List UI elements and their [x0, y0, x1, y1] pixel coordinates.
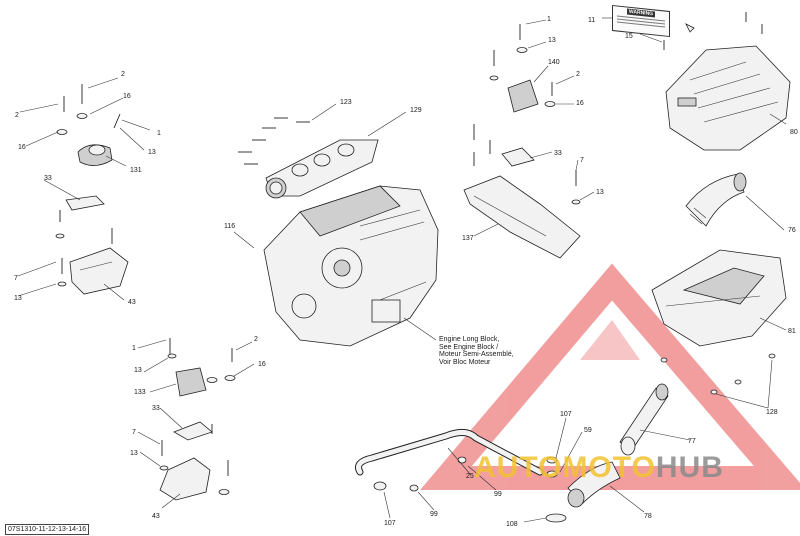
callout-33: 33 — [152, 405, 160, 412]
callout-13: 13 — [14, 295, 22, 302]
callout-43: 43 — [128, 299, 136, 306]
callout-13: 13 — [548, 37, 556, 44]
callout-76: 76 — [788, 227, 796, 234]
callout-99: 99 — [494, 491, 502, 498]
callout-129: 129 — [410, 107, 422, 114]
callout-13: 13 — [130, 450, 138, 457]
engine-long-block-note: Engine Long Block, See Engine Block / Mo… — [439, 336, 514, 366]
callout-numbers: 2 2 16 16 1 13 131 33 7 13 43 123 129 11… — [14, 16, 798, 528]
air-intake-cover — [602, 12, 791, 151]
callout-99: 99 — [430, 511, 438, 518]
callout-80: 80 — [790, 129, 798, 136]
watermark-word-part1: AUTOMOTO — [474, 451, 656, 484]
callout-33: 33 — [554, 150, 562, 157]
intake-tube — [685, 172, 785, 231]
callout-107: 107 — [384, 520, 396, 527]
callout-128: 128 — [766, 409, 778, 416]
callout-116: 116 — [224, 223, 235, 230]
callout-11: 11 — [588, 17, 595, 24]
callout-140: 140 — [548, 59, 560, 66]
callout-59: 59 — [584, 427, 592, 434]
engine-long-block — [233, 185, 439, 347]
center-mount-and-support-bracket — [463, 19, 595, 259]
watermark-word-part2: HUB — [655, 451, 724, 484]
callout-2: 2 — [121, 71, 125, 78]
intake-hoses-and-clamps — [355, 383, 691, 523]
fastener-group-128 — [660, 353, 776, 409]
diagram-reference-code: 07S1310-11-12-13-14-16 — [5, 524, 90, 535]
callout-33: 33 — [44, 175, 52, 182]
rear-engine-mount-assembly — [137, 338, 255, 509]
callout-25: 25 — [466, 473, 474, 480]
callout-2: 2 — [15, 112, 19, 119]
callout-15: 15 — [625, 33, 633, 40]
callout-16: 16 — [123, 93, 131, 100]
callout-107: 107 — [560, 411, 572, 418]
callout-43: 43 — [152, 513, 160, 520]
front-engine-mount-assembly — [17, 77, 151, 301]
callout-1: 1 — [157, 130, 161, 137]
callout-77: 77 — [688, 438, 696, 445]
callout-1: 1 — [132, 345, 136, 352]
callout-7: 7 — [132, 429, 136, 436]
callout-108: 108 — [506, 521, 518, 528]
callout-2: 2 — [254, 336, 258, 343]
callout-16: 16 — [18, 144, 26, 151]
callout-7: 7 — [580, 157, 584, 164]
callout-13: 13 — [148, 149, 156, 156]
callout-13: 13 — [596, 189, 604, 196]
callout-7: 7 — [14, 275, 18, 282]
callout-2: 2 — [576, 71, 580, 78]
callout-16: 16 — [576, 100, 584, 107]
lower-air-box — [651, 249, 787, 347]
callout-16: 16 — [258, 361, 266, 368]
callout-123: 123 — [340, 99, 352, 106]
callout-137: 137 — [462, 235, 474, 242]
callout-133: 133 — [134, 389, 146, 396]
watermark-wordmark: AUTOMOTOHUB — [474, 451, 724, 485]
callout-78: 78 — [644, 513, 652, 520]
callout-131: 131 — [130, 167, 142, 174]
callout-1: 1 — [547, 16, 551, 23]
callout-13: 13 — [134, 367, 142, 374]
exhaust-manifold — [238, 103, 407, 199]
callout-81: 81 — [788, 328, 796, 335]
